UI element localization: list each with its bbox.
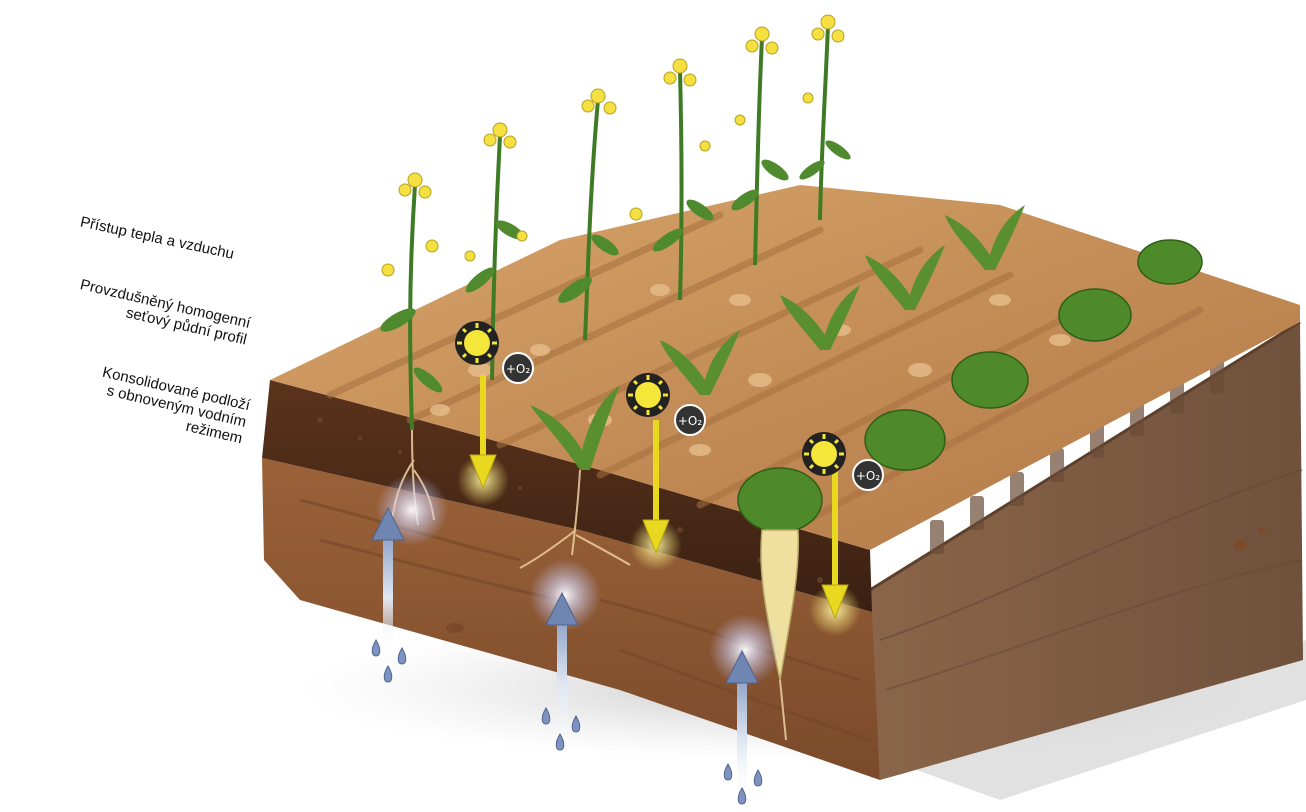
oxygen-label: +O₂ — [856, 469, 881, 483]
sun-icon — [455, 321, 499, 365]
oxygen-badge: +O₂ — [853, 460, 883, 490]
oxygen-badge: +O₂ — [503, 353, 533, 383]
sun-icon — [802, 432, 846, 476]
sun-icon — [626, 373, 670, 417]
oxygen-badge: +O₂ — [675, 405, 705, 435]
oxygen-label: +O₂ — [506, 362, 531, 376]
oxygen-label: +O₂ — [678, 414, 703, 428]
